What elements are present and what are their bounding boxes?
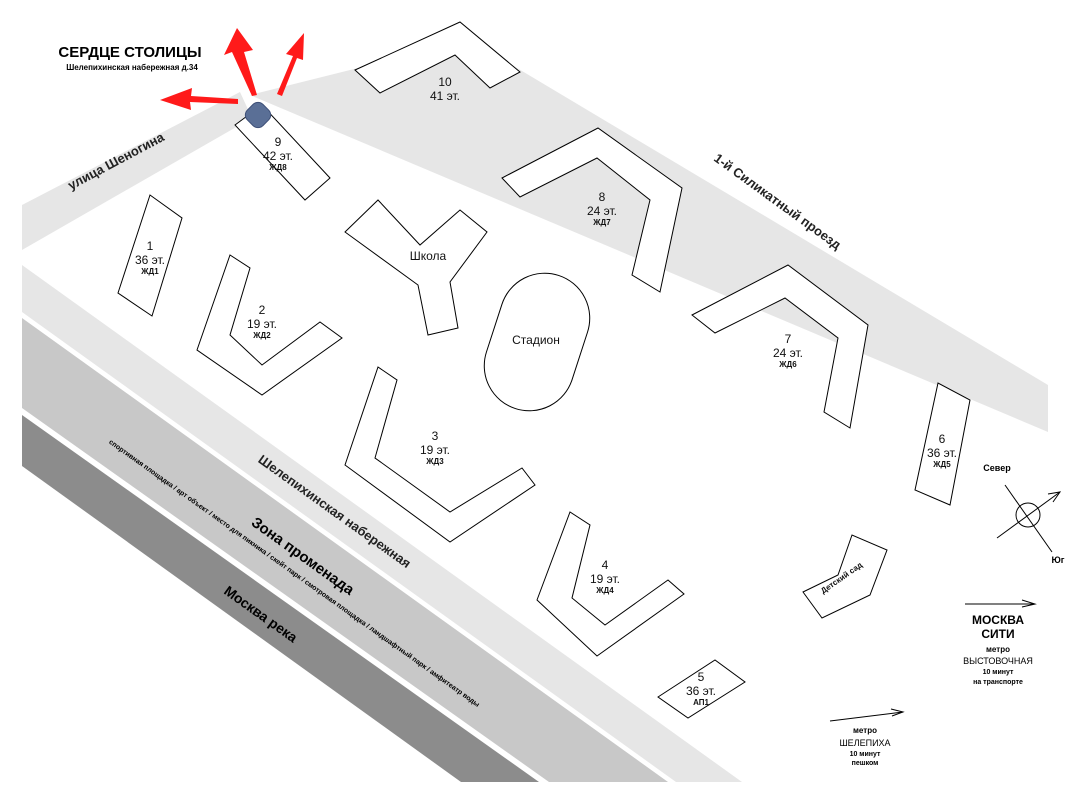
promenade-band <box>22 318 668 782</box>
arrow-icon <box>277 33 304 96</box>
svg-text:1: 1 <box>147 239 154 253</box>
svg-text:10: 10 <box>438 75 452 89</box>
svg-text:3: 3 <box>432 429 439 443</box>
svg-text:10 минут: 10 минут <box>850 751 881 758</box>
svg-text:Стадион: Стадион <box>512 333 560 347</box>
svg-text:метро: метро <box>986 645 1010 654</box>
svg-text:36 эт.: 36 эт. <box>927 446 957 460</box>
svg-text:2: 2 <box>259 303 266 317</box>
svg-text:41 эт.: 41 эт. <box>430 89 460 103</box>
svg-text:ЖД5: ЖД5 <box>932 460 951 469</box>
svg-text:19 эт.: 19 эт. <box>420 443 450 457</box>
building-5: 5 36 эт. АП1 <box>657 659 746 719</box>
arrow-icon <box>224 28 257 96</box>
building-1: 1 36 эт. ЖД1 <box>117 194 183 317</box>
building-4: 4 19 эт. ЖД4 <box>536 511 685 657</box>
building-3: 3 19 эт. ЖД3 <box>344 366 536 543</box>
svg-text:19 эт.: 19 эт. <box>247 317 277 331</box>
school: Школа <box>344 199 488 336</box>
compass-south: Юг <box>1051 555 1064 565</box>
svg-text:10 минут: 10 минут <box>983 669 1014 676</box>
building-2: 2 19 эт. ЖД2 <box>196 254 343 396</box>
entrance-arrows <box>160 28 304 110</box>
svg-text:ЖД2: ЖД2 <box>252 331 271 340</box>
moscow-city-info: МОСКВА СИТИ метро ВЫСТОВОЧНАЯ 10 минут н… <box>963 613 1033 686</box>
svg-text:9: 9 <box>275 135 282 149</box>
embankment-band <box>22 265 742 782</box>
svg-text:5: 5 <box>698 670 705 684</box>
road-left <box>22 92 252 250</box>
svg-text:7: 7 <box>785 332 792 346</box>
svg-text:42 эт.: 42 эт. <box>263 149 293 163</box>
svg-text:36 эт.: 36 эт. <box>135 253 165 267</box>
location-marker <box>244 101 272 129</box>
compass <box>996 484 1062 553</box>
svg-text:36 эт.: 36 эт. <box>686 684 716 698</box>
building-7: 7 24 эт. ЖД6 <box>691 264 869 429</box>
building-8: 8 24 эт. ЖД7 <box>501 127 683 293</box>
kindergarten: Детский сад <box>802 534 888 619</box>
svg-text:4: 4 <box>602 558 609 572</box>
svg-text:МОСКВА: МОСКВА <box>972 613 1024 627</box>
svg-text:ШЕЛЕПИХА: ШЕЛЕПИХА <box>839 738 890 748</box>
svg-text:метро: метро <box>853 726 877 735</box>
shelepikha-info: метро ШЕЛЕПИХА 10 минут пешком <box>839 726 890 767</box>
project-title: СЕРДЦЕ СТОЛИЦЫ <box>58 44 201 61</box>
svg-text:пешком: пешком <box>852 760 879 767</box>
svg-text:ЖД4: ЖД4 <box>595 586 614 595</box>
svg-text:АП1: АП1 <box>693 698 709 707</box>
compass-north: Север <box>983 463 1011 473</box>
svg-text:ЖД7: ЖД7 <box>592 218 611 227</box>
svg-text:ЖД6: ЖД6 <box>778 360 797 369</box>
stadium: Стадион <box>483 272 591 412</box>
arrow-icon <box>160 88 238 110</box>
svg-text:24 эт.: 24 эт. <box>773 346 803 360</box>
arrow-icon <box>829 599 1037 722</box>
building-6: 6 36 эт. ЖД5 <box>914 382 971 506</box>
svg-text:Школа: Школа <box>410 249 447 263</box>
svg-text:ЖД8: ЖД8 <box>268 163 287 172</box>
svg-text:ЖД1: ЖД1 <box>140 267 159 276</box>
building-10: 10 41 эт. <box>354 21 521 103</box>
svg-text:СИТИ: СИТИ <box>981 627 1014 641</box>
project-address: Шелепихинская набережная д.34 <box>66 63 198 72</box>
svg-text:ВЫСТОВОЧНАЯ: ВЫСТОВОЧНАЯ <box>963 656 1033 666</box>
river-band <box>22 415 539 782</box>
svg-text:19 эт.: 19 эт. <box>590 572 620 586</box>
svg-text:8: 8 <box>599 190 606 204</box>
svg-text:на транспорте: на транспорте <box>973 679 1023 686</box>
svg-text:6: 6 <box>939 432 946 446</box>
svg-text:24 эт.: 24 эт. <box>587 204 617 218</box>
svg-text:ЖД3: ЖД3 <box>425 457 444 466</box>
